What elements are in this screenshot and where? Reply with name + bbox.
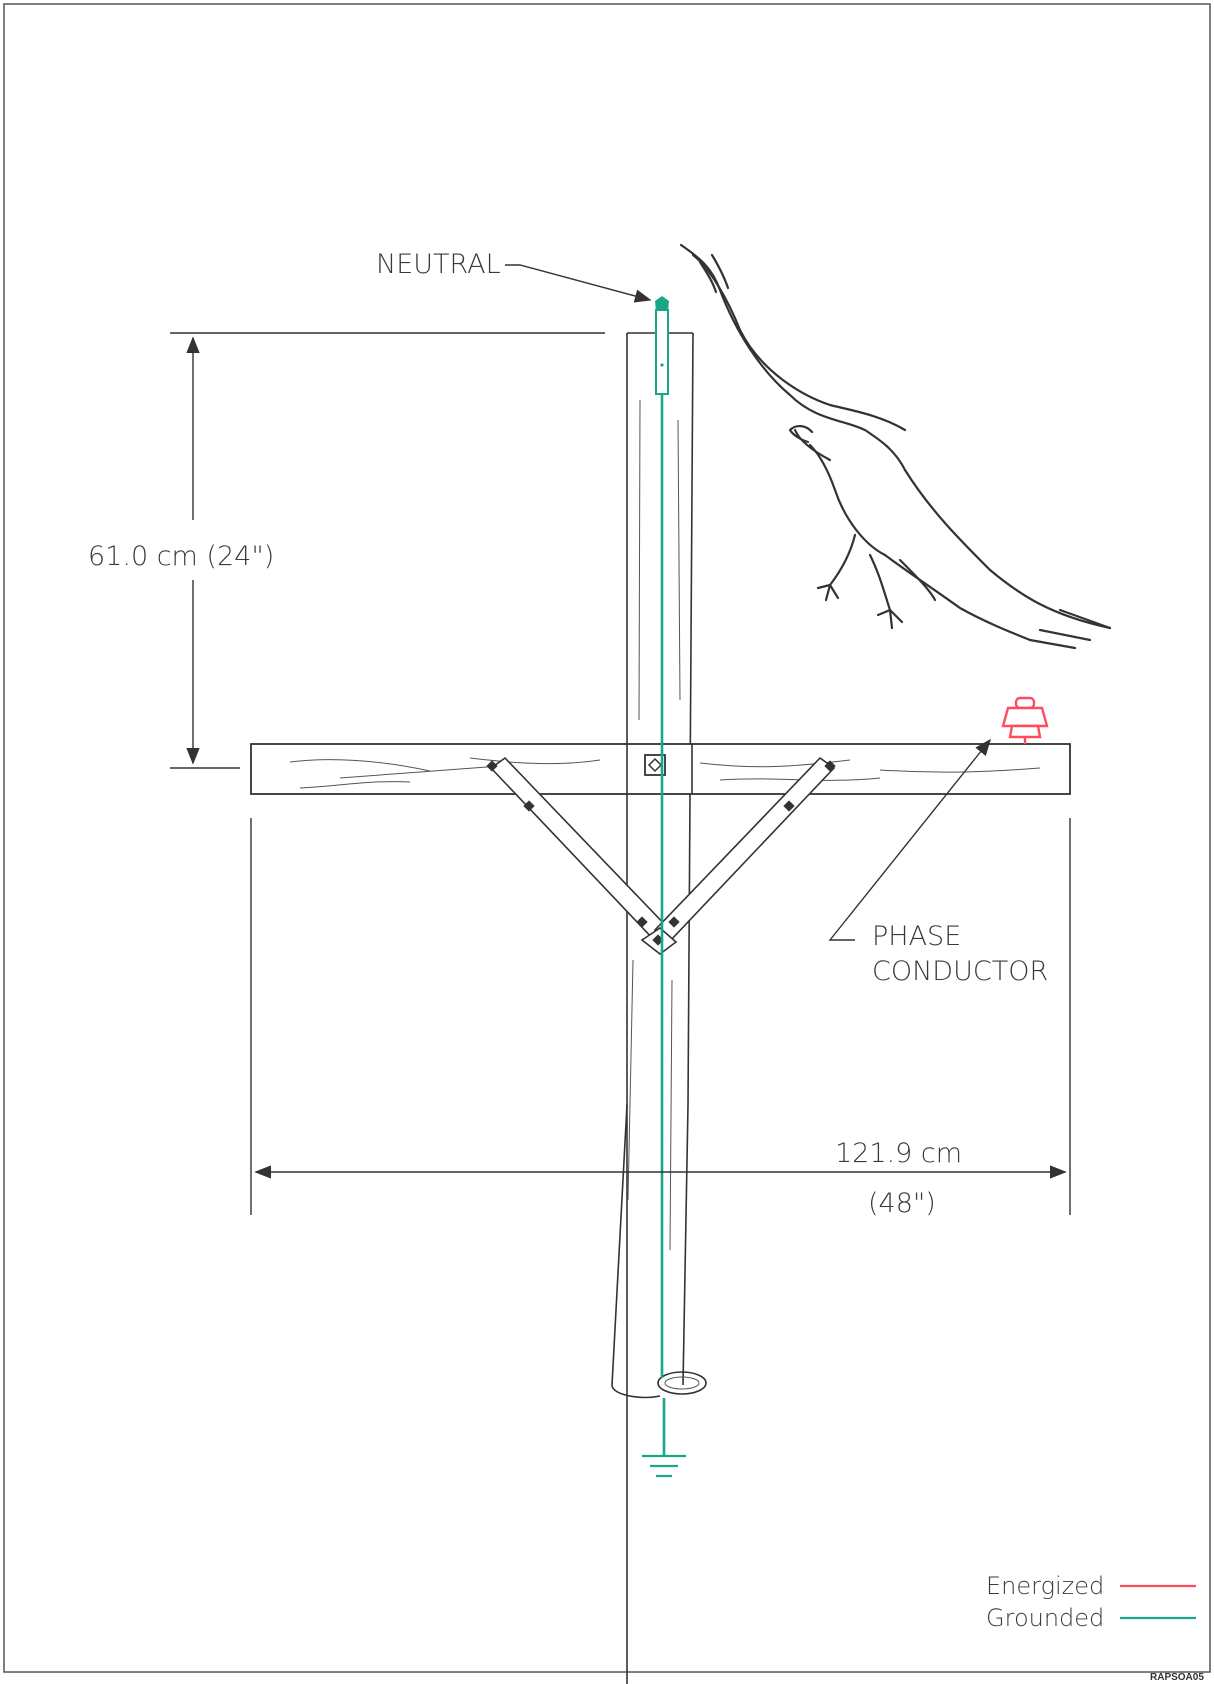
legend: Energized Grounded bbox=[986, 1572, 1196, 1632]
neutral-conductor bbox=[655, 296, 669, 395]
pole-butt-end bbox=[657, 1371, 707, 1395]
crossarm-bolt bbox=[644, 754, 666, 776]
crossarm-braces bbox=[486, 756, 836, 956]
figure-code: RAPSOA05 bbox=[1150, 1672, 1204, 1683]
eagle-icon bbox=[679, 243, 1112, 650]
page-border bbox=[3, 3, 1211, 1673]
pole bbox=[611, 332, 707, 1684]
neutral-label: NEUTRAL bbox=[376, 249, 501, 280]
insulator-icon bbox=[1001, 696, 1049, 744]
horizontal-dimension-label-line2: (48") bbox=[868, 1188, 936, 1219]
phase-label-line1: PHASE bbox=[872, 921, 961, 952]
ground-icon bbox=[642, 1454, 686, 1478]
vertical-dimension-label: 61.0 cm (24") bbox=[88, 541, 274, 572]
neutral-leader bbox=[505, 264, 652, 303]
pole-front-section bbox=[626, 744, 693, 794]
horizontal-dimension bbox=[250, 818, 1071, 1215]
ground-wire bbox=[660, 393, 666, 1456]
legend-energized-label: Energized bbox=[986, 1572, 1104, 1600]
horizontal-dimension-label-line1: 121.9 cm bbox=[835, 1138, 962, 1169]
phase-leader bbox=[828, 738, 992, 941]
phase-label-line2: CONDUCTOR bbox=[872, 956, 1048, 987]
legend-grounded-label: Grounded bbox=[986, 1604, 1104, 1632]
vertical-dimension bbox=[170, 332, 605, 769]
